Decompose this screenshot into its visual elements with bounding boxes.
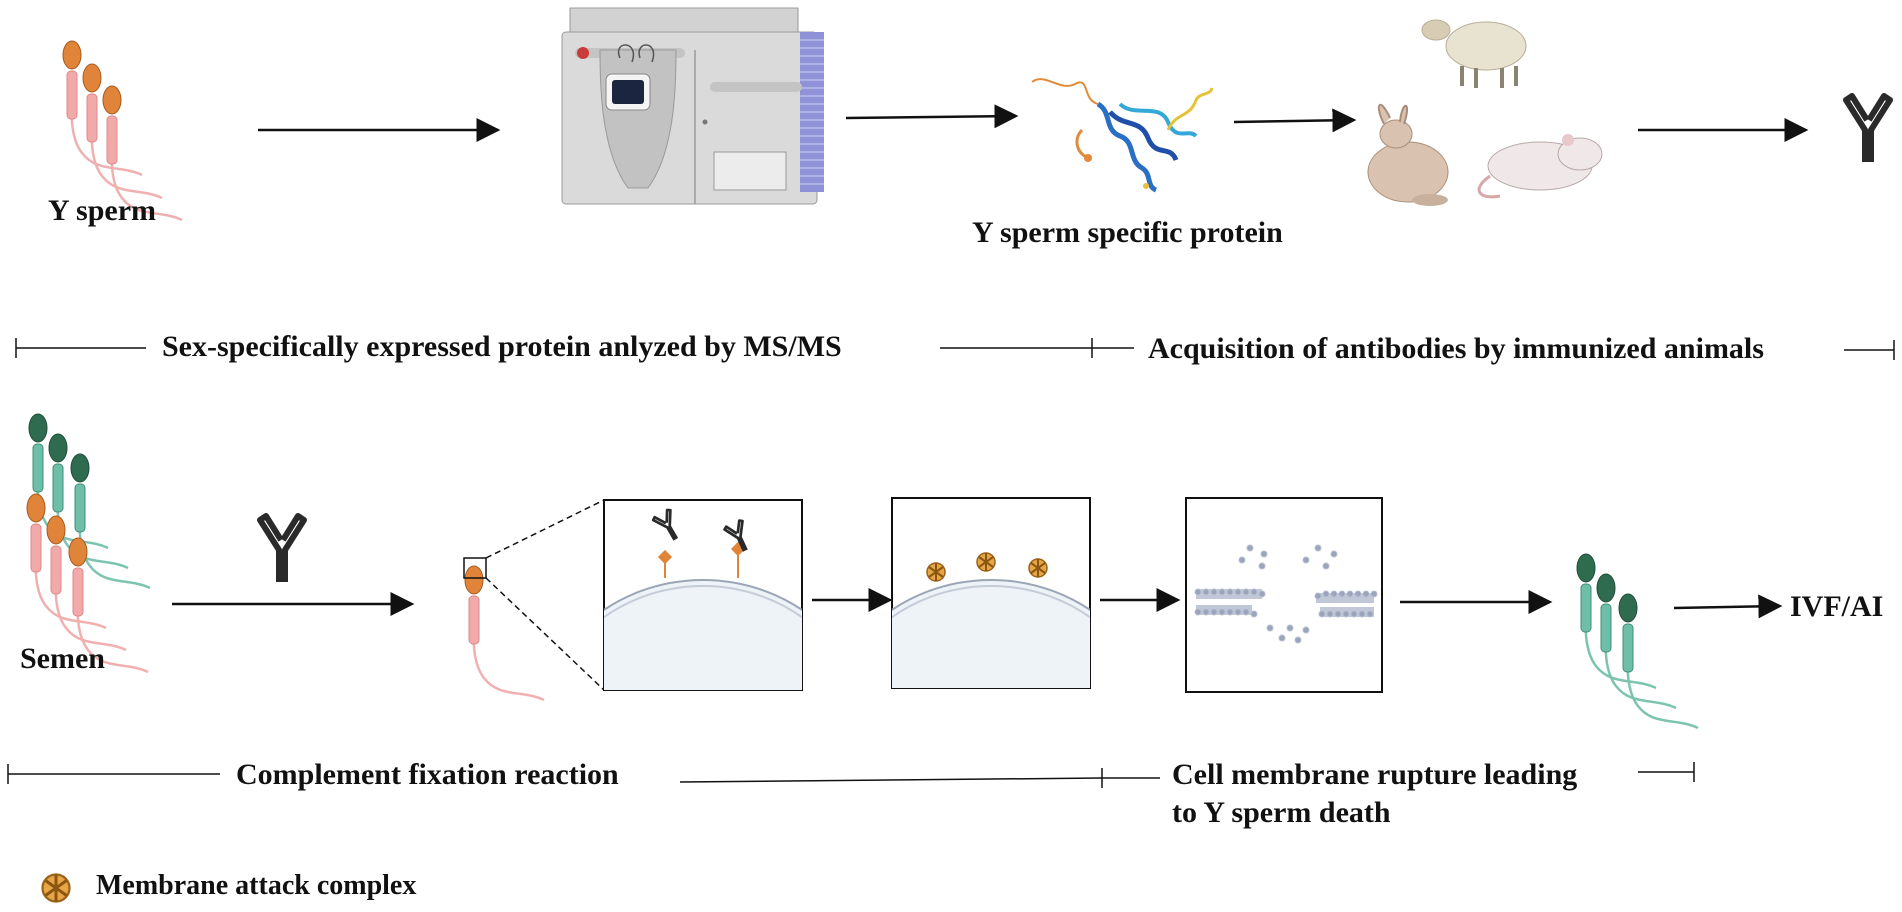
section-bar-bottom [7,762,1695,788]
arrow-to-ivf-ai [1673,594,1783,619]
protein-structure-icon [1031,78,1214,193]
membrane-attack-complex-icon [41,873,71,903]
y-sperm-protein-label: Y sperm specific protein [972,216,1283,249]
complement-fixation-panel [891,497,1091,689]
section-rupture-label-line2: to Y sperm death [1172,796,1391,829]
legend-mac-label: Membrane attack complex [96,870,417,901]
lipid-bilayer-icon [1194,544,1378,644]
section-antibodies-label: Acquisition of antibodies by immunized a… [1148,332,1764,365]
sheep-icon [1421,19,1527,88]
arrow-ms-to-protein [845,104,1019,129]
antibody-icon [260,516,304,582]
semen-sperm-cluster-icon [25,412,152,674]
membrane-rupture-panel [1185,497,1383,693]
section-complement-label: Complement fixation reaction [236,758,619,791]
semen-label: Semen [20,642,105,675]
section-ms-label: Sex-specifically expressed protein anlyz… [162,330,842,363]
x-sperm-result-icon [1575,552,1700,730]
antibody-icon [1846,96,1890,162]
arrow-protein-to-animals [1233,108,1357,133]
section-rupture-label-line1: Cell membrane rupture leading [1172,758,1578,791]
mass-spectrometer-icon [561,7,824,205]
antibody-binding-panel [603,499,803,691]
rabbit-icon [1367,103,1449,206]
rat-icon [1477,134,1603,199]
y-sperm-label: Y sperm [48,194,157,227]
ivf-ai-label: IVF/AI [1790,590,1884,623]
single-y-sperm-icon [463,499,605,702]
section-bar-top [15,338,1895,360]
